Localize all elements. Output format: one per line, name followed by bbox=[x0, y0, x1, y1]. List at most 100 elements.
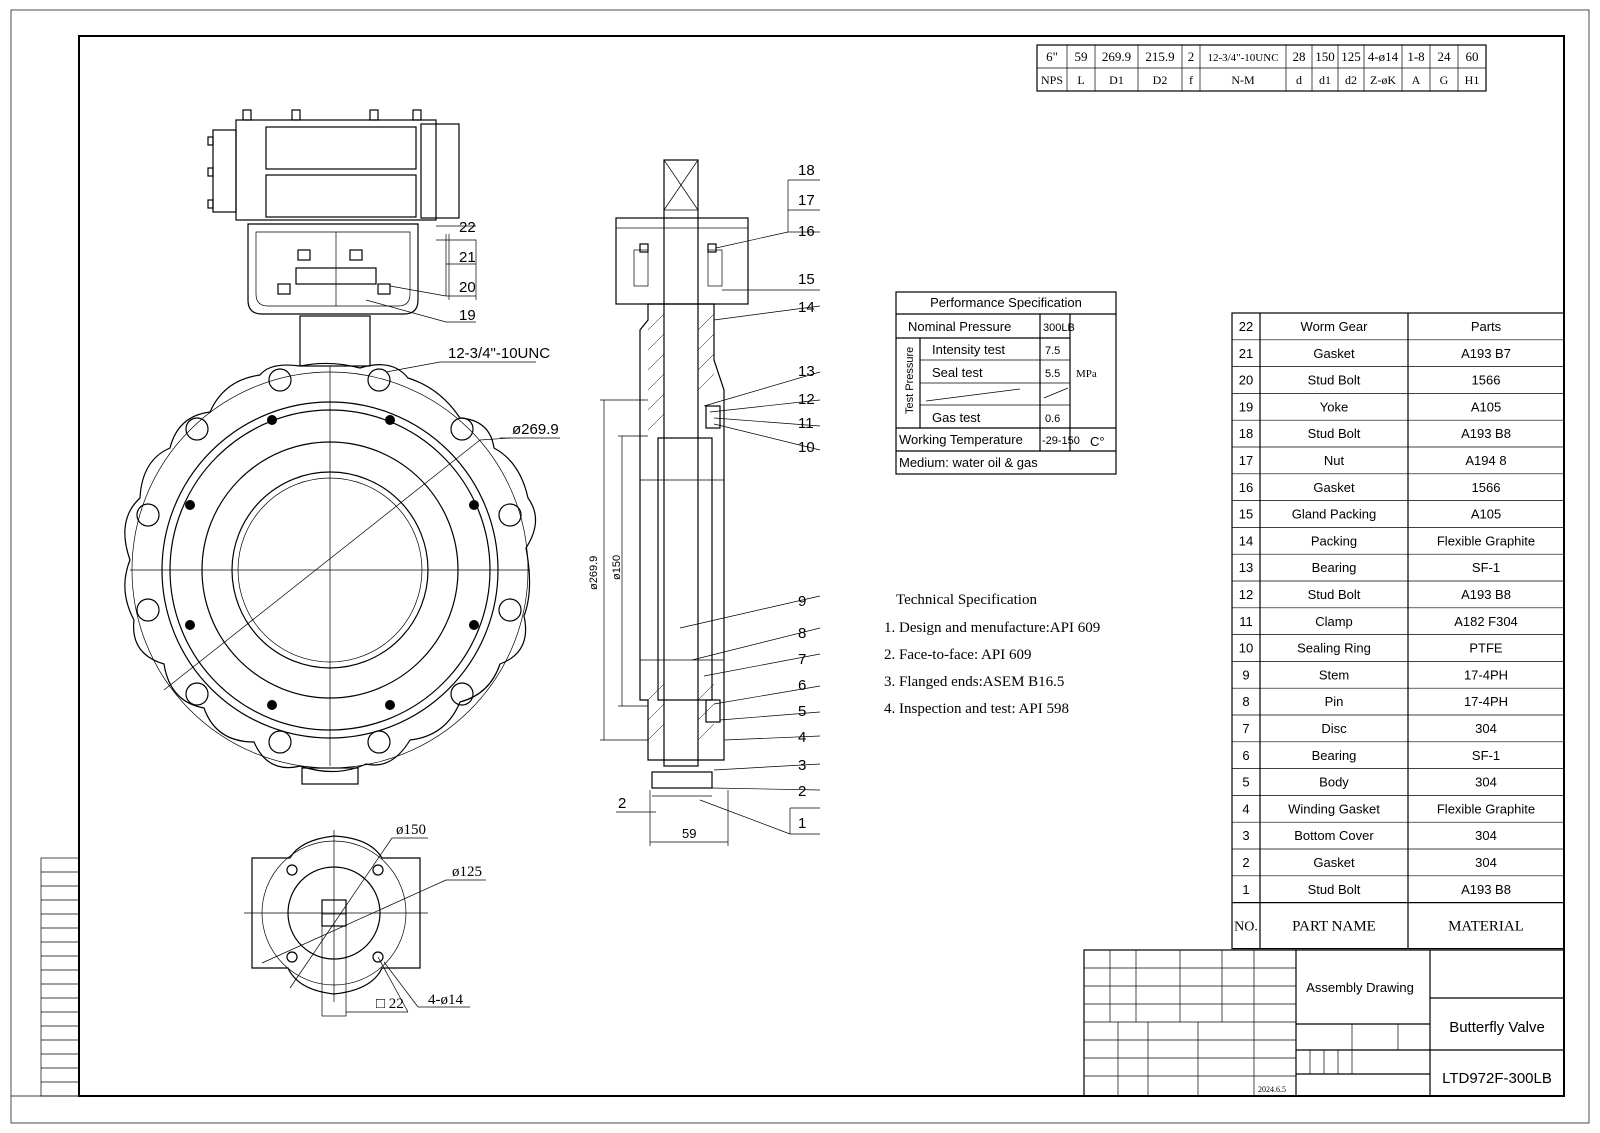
part-material: 304 bbox=[1475, 721, 1497, 736]
model-number: LTD972F-300LB bbox=[1442, 1070, 1552, 1087]
callout-2: 2 bbox=[798, 783, 806, 800]
part-name: Sealing Ring bbox=[1297, 641, 1371, 656]
part-name: Winding Gasket bbox=[1288, 801, 1380, 816]
callout-17: 17 bbox=[798, 192, 815, 209]
callout-8: 8 bbox=[798, 625, 806, 642]
part-material: A193 B7 bbox=[1461, 346, 1511, 361]
part-material: A193 B8 bbox=[1461, 587, 1511, 602]
part-name: Gasket bbox=[1313, 480, 1355, 495]
dim-d1-front: ø269.9 bbox=[512, 421, 559, 438]
header-value: 125 bbox=[1341, 49, 1361, 64]
part-no: 5 bbox=[1242, 775, 1249, 790]
part-no: 1 bbox=[1242, 882, 1249, 897]
tech-item-1: 1. Design and menufacture:API 609 bbox=[884, 620, 1100, 636]
header-value: 1-8 bbox=[1407, 49, 1424, 64]
temp-label: Working Temperature bbox=[899, 432, 1023, 447]
header-label: f bbox=[1189, 73, 1193, 87]
dim-v1: ø269.9 bbox=[588, 556, 600, 590]
disc bbox=[657, 437, 713, 701]
part-material: SF-1 bbox=[1472, 560, 1500, 575]
header-label: Z-øK bbox=[1370, 73, 1396, 87]
header-label: G bbox=[1440, 73, 1449, 87]
product-name: Butterfly Valve bbox=[1449, 1019, 1545, 1036]
temp-unit: C° bbox=[1090, 434, 1105, 449]
part-no: 2 bbox=[1242, 855, 1249, 870]
part-name: Bottom Cover bbox=[1294, 828, 1374, 843]
part-no: 21 bbox=[1239, 346, 1253, 361]
perf-row-2-label: Seal test bbox=[932, 365, 983, 380]
dim-v2: ø150 bbox=[611, 555, 623, 580]
part-name: Stud Bolt bbox=[1308, 882, 1361, 897]
body-section bbox=[639, 303, 725, 761]
left-margin-strip bbox=[40, 857, 80, 1097]
part-material: Parts bbox=[1471, 319, 1502, 334]
part-no: 22 bbox=[1239, 319, 1253, 334]
callout-22: 22 bbox=[459, 219, 476, 236]
callout-13: 13 bbox=[798, 363, 815, 380]
callout-12: 12 bbox=[798, 391, 815, 408]
callout-20: 20 bbox=[459, 279, 476, 296]
part-name: Stem bbox=[1319, 667, 1349, 682]
part-no: 6 bbox=[1242, 748, 1249, 763]
part-material: 1566 bbox=[1472, 373, 1501, 388]
parts-header-no: NO. bbox=[1234, 920, 1258, 935]
part-no: 3 bbox=[1242, 828, 1249, 843]
part-name: Bearing bbox=[1312, 748, 1357, 763]
dim-l: 59 bbox=[682, 826, 696, 841]
part-material: 1566 bbox=[1472, 480, 1501, 495]
header-value: 269.9 bbox=[1102, 49, 1131, 64]
header-value: 60 bbox=[1466, 49, 1479, 64]
header-label: d2 bbox=[1345, 73, 1357, 87]
perf-row-4-value: 0.6 bbox=[1045, 413, 1060, 425]
part-name: Stud Bolt bbox=[1308, 373, 1361, 388]
tech-item-3: 3. Flanged ends:ASEM B16.5 bbox=[884, 674, 1064, 690]
header-label: d bbox=[1296, 73, 1302, 87]
header-value: 215.9 bbox=[1145, 49, 1174, 64]
dim-d2-bottom: ø125 bbox=[452, 864, 482, 880]
perf-title: Performance Specification bbox=[930, 295, 1082, 310]
part-no: 10 bbox=[1239, 641, 1253, 656]
part-name: Nut bbox=[1324, 453, 1345, 468]
callout-14: 14 bbox=[798, 299, 815, 316]
body-lug-outline bbox=[124, 362, 537, 773]
title-block: Assembly Drawing Butterfly Valve LTD972F… bbox=[1083, 949, 1565, 1097]
bottom-view: ø150 ø125 □ 22 4-ø14 bbox=[244, 822, 486, 1017]
part-name: Packing bbox=[1311, 533, 1357, 548]
part-name: Clamp bbox=[1315, 614, 1353, 629]
tech-item-4: 4. Inspection and test: API 598 bbox=[884, 701, 1069, 717]
performance-spec-table: Performance Specification Nominal Pressu… bbox=[895, 291, 1117, 475]
part-name: Stud Bolt bbox=[1308, 587, 1361, 602]
part-material: PTFE bbox=[1469, 641, 1503, 656]
callout-19: 19 bbox=[459, 307, 476, 324]
part-no: 7 bbox=[1242, 721, 1249, 736]
header-value: 24 bbox=[1438, 49, 1452, 64]
part-no: 16 bbox=[1239, 480, 1253, 495]
part-no: 15 bbox=[1239, 507, 1253, 522]
header-label: d1 bbox=[1319, 73, 1331, 87]
callout-18: 18 bbox=[798, 162, 815, 179]
stem bbox=[663, 159, 699, 767]
part-name: Gasket bbox=[1313, 346, 1355, 361]
part-no: 17 bbox=[1239, 453, 1253, 468]
part-no: 8 bbox=[1242, 694, 1249, 709]
tech-title: Technical Specification bbox=[896, 592, 1037, 608]
part-material: A105 bbox=[1471, 399, 1501, 414]
part-material: 17-4PH bbox=[1464, 667, 1508, 682]
part-material: A194 8 bbox=[1465, 453, 1506, 468]
header-value: 4-ø14 bbox=[1368, 49, 1399, 64]
header-value: 28 bbox=[1293, 49, 1306, 64]
part-no: 4 bbox=[1242, 801, 1249, 816]
part-name: Worm Gear bbox=[1301, 319, 1369, 334]
dim-bolt-thread: 12-3/4"-10UNC bbox=[448, 345, 550, 362]
tech-item-2: 2. Face-to-face: API 609 bbox=[884, 647, 1031, 663]
outer-border bbox=[10, 9, 1590, 1124]
part-material: 17-4PH bbox=[1464, 694, 1508, 709]
cover-bolt-dots bbox=[185, 415, 479, 710]
part-material: A193 B8 bbox=[1461, 882, 1511, 897]
part-material: A182 F304 bbox=[1454, 614, 1518, 629]
part-no: 14 bbox=[1239, 533, 1253, 548]
part-no: 13 bbox=[1239, 560, 1253, 575]
header-value: 2 bbox=[1188, 49, 1195, 64]
test-pressure-label: Test Pressure bbox=[904, 347, 916, 414]
